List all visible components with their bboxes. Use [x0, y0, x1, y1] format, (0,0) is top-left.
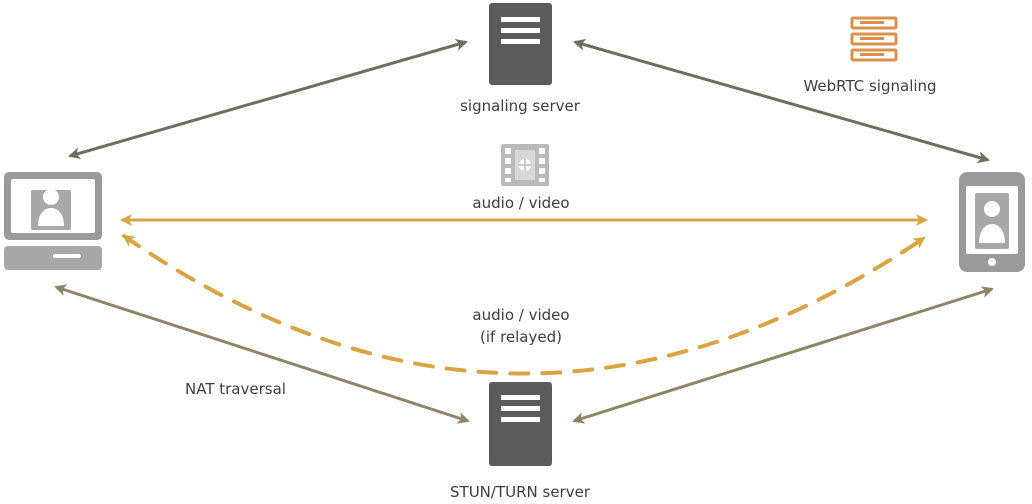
signaling-server-label: signaling server [460, 97, 580, 115]
signaling-arrow-right [573, 38, 990, 164]
film-icon [501, 144, 549, 186]
phone-user-icon [959, 172, 1025, 272]
audio-video-relayed-label-line1: audio / video [472, 306, 570, 324]
webrtc-signaling-icon [850, 16, 898, 62]
signaling-arrow-left [68, 39, 468, 159]
laptop-user-icon [4, 172, 102, 270]
webrtc-signaling-label: WebRTC signaling [803, 77, 937, 95]
nat-traversal-label: NAT traversal [185, 380, 286, 398]
stun-turn-server-icon [489, 382, 552, 466]
nat-arrow-left [54, 284, 470, 424]
audio-video-direct-label: audio / video [472, 194, 570, 212]
nat-arrow-right [572, 286, 994, 424]
stun-turn-server-label: STUN/TURN server [450, 483, 590, 501]
signaling-server-icon [489, 3, 552, 85]
audio-video-relayed-label-line2: (if relayed) [480, 328, 562, 346]
